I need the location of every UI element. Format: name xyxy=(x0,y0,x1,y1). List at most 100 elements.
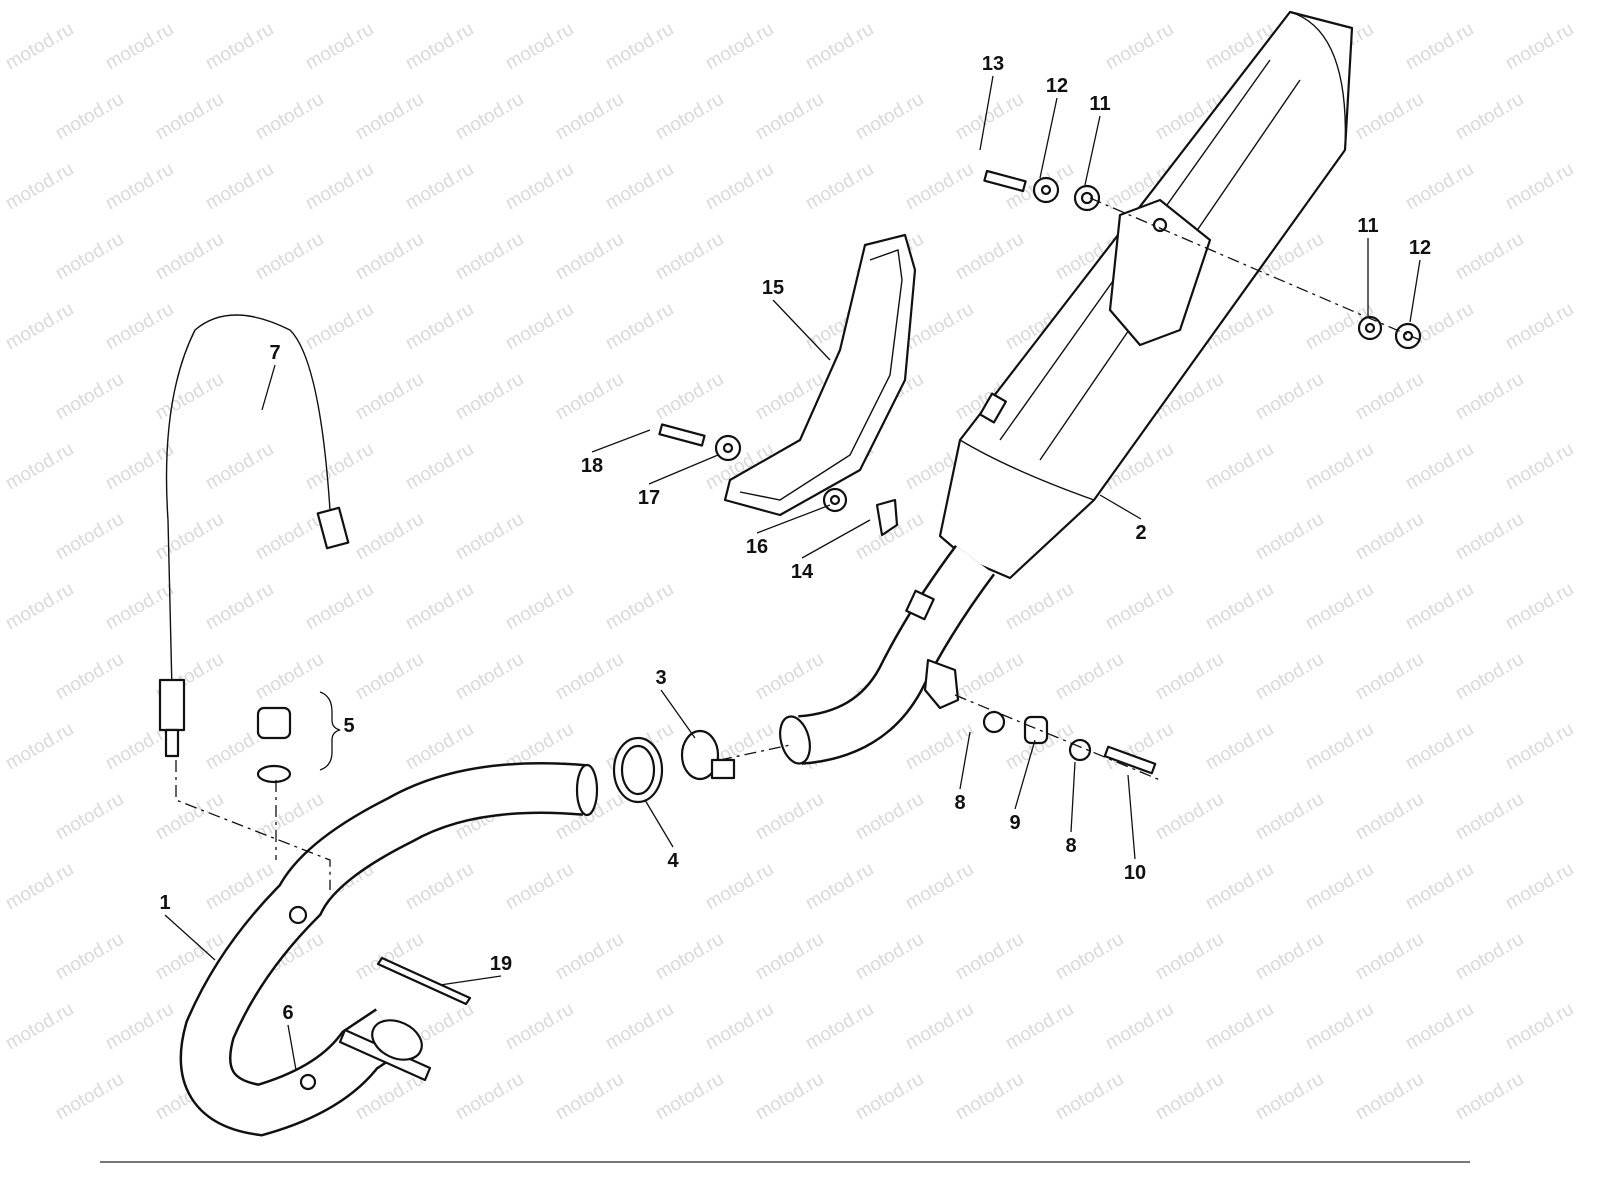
watermark-text: motod.ru xyxy=(852,929,927,985)
watermark-text: motod.ru xyxy=(552,89,627,145)
watermark-text: motod.ru xyxy=(602,999,677,1055)
watermark-text: motod.ru xyxy=(52,1069,127,1125)
callout-14: 14 xyxy=(791,561,814,583)
leader-line xyxy=(287,1024,297,1071)
link-pipe xyxy=(779,545,996,765)
watermark-text: motod.ru xyxy=(152,789,227,845)
watermark-text: motod.ru xyxy=(152,89,227,145)
watermark-text: motod.ru xyxy=(102,159,177,215)
watermark-text: motod.ru xyxy=(102,999,177,1055)
callout-9: 9 xyxy=(1009,812,1020,834)
watermark-text: motod.ru xyxy=(1202,719,1277,775)
watermark-text: motod.ru xyxy=(1202,579,1277,635)
plug-part-5 xyxy=(256,706,292,740)
watermark-text: motod.ru xyxy=(2,299,77,355)
leader-line xyxy=(1084,115,1101,186)
watermark-text: motod.ru xyxy=(852,789,927,845)
watermark-text: motod.ru xyxy=(1352,89,1427,145)
watermark-text: motod.ru xyxy=(152,509,227,565)
heat-shield-part-15 xyxy=(723,233,917,517)
watermark-text: motod.ru xyxy=(1502,299,1577,355)
callout-11: 11 xyxy=(1357,215,1378,237)
leader-line xyxy=(644,799,674,848)
watermark-text: motod.ru xyxy=(602,159,677,215)
leader-line xyxy=(979,75,994,151)
callout-8: 8 xyxy=(954,792,965,814)
watermark-text: motod.ru xyxy=(1152,1069,1227,1125)
watermark-text: motod.ru xyxy=(902,859,977,915)
watermark-text: motod.ru xyxy=(702,999,777,1055)
watermark-text: motod.ru xyxy=(352,369,427,425)
watermark-text: motod.ru xyxy=(252,649,327,705)
leader-line xyxy=(772,299,831,361)
watermark-text: motod.ru xyxy=(1452,509,1527,565)
watermark-text: motod.ru xyxy=(752,789,827,845)
watermark-text: motod.ru xyxy=(1452,229,1527,285)
watermark-text: motod.ru xyxy=(402,439,477,495)
watermark-text: motod.ru xyxy=(1152,789,1227,845)
gasket-part-19 xyxy=(376,956,472,1006)
watermark-text: motod.ru xyxy=(1052,1069,1127,1125)
watermark-text: motod.ru xyxy=(1352,1069,1427,1125)
clamp-part-3 xyxy=(680,729,720,781)
watermark-text: motod.ru xyxy=(1402,439,1477,495)
watermark-text: motod.ru xyxy=(1352,929,1427,985)
watermark-text: motod.ru xyxy=(852,89,927,145)
watermark-text: motod.ru xyxy=(702,19,777,75)
watermark-text: motod.ru xyxy=(1502,859,1577,915)
watermark-text: motod.ru xyxy=(1402,579,1477,635)
leader-line xyxy=(439,975,502,986)
watermark-text: motod.ru xyxy=(552,229,627,285)
watermark-text: motod.ru xyxy=(1452,789,1527,845)
leader-lines xyxy=(164,75,1421,1071)
watermark-text: motod.ru xyxy=(802,159,877,215)
watermark-text: motod.ru xyxy=(2,999,77,1055)
watermark-text: motod.ru xyxy=(752,89,827,145)
watermark-text: motod.ru xyxy=(2,439,77,495)
callout-16: 16 xyxy=(746,536,768,558)
watermark-text: motod.ru xyxy=(1402,159,1477,215)
watermark-text: motod.ru xyxy=(1452,369,1527,425)
leader-line xyxy=(1127,774,1136,860)
watermark-text: motod.ru xyxy=(652,89,727,145)
watermark-text: motod.ru xyxy=(252,789,327,845)
watermark-text: motod.ru xyxy=(452,1069,527,1125)
watermark-text: motod.ru xyxy=(352,89,427,145)
watermark-text: motod.ru xyxy=(552,369,627,425)
leader-line xyxy=(1409,259,1421,323)
watermark-text: motod.ru xyxy=(502,299,577,355)
watermark-text: motod.ru xyxy=(852,1069,927,1125)
watermark-text: motod.ru xyxy=(602,579,677,635)
watermark-text: motod.ru xyxy=(252,509,327,565)
watermark-text: motod.ru xyxy=(902,299,977,355)
watermark-text: motod.ru xyxy=(752,929,827,985)
leader-line xyxy=(648,454,719,485)
watermark-text: motod.ru xyxy=(752,1069,827,1125)
watermark-text: motod.ru xyxy=(502,579,577,635)
watermark-text: motod.ru xyxy=(152,229,227,285)
watermark-text: motod.ru xyxy=(352,229,427,285)
watermark-text: motod.ru xyxy=(652,229,727,285)
watermark-text: motod.ru xyxy=(402,299,477,355)
watermark-text: motod.ru xyxy=(1452,649,1527,705)
watermark-text: motod.ru xyxy=(1252,929,1327,985)
watermark-text: motod.ru xyxy=(1102,999,1177,1055)
watermark-text: motod.ru xyxy=(1452,929,1527,985)
watermark-text: motod.ru xyxy=(1152,649,1227,705)
callout-6: 6 xyxy=(282,1002,293,1024)
watermark-text: motod.ru xyxy=(602,299,677,355)
watermark-text: motod.ru xyxy=(302,299,377,355)
leader-line xyxy=(801,519,871,559)
watermark-text: motod.ru xyxy=(1002,999,1077,1055)
watermark-text: motod.ru xyxy=(2,579,77,635)
watermark-text: motod.ru xyxy=(102,579,177,635)
watermark-text: motod.ru xyxy=(152,369,227,425)
watermark-text: motod.ru xyxy=(1302,999,1377,1055)
watermark-text: motod.ru xyxy=(52,229,127,285)
watermark-text: motod.ru xyxy=(402,719,477,775)
watermark-text: motod.ru xyxy=(1202,439,1277,495)
leader-line xyxy=(1099,494,1142,520)
watermark-text: motod.ru xyxy=(1252,369,1327,425)
